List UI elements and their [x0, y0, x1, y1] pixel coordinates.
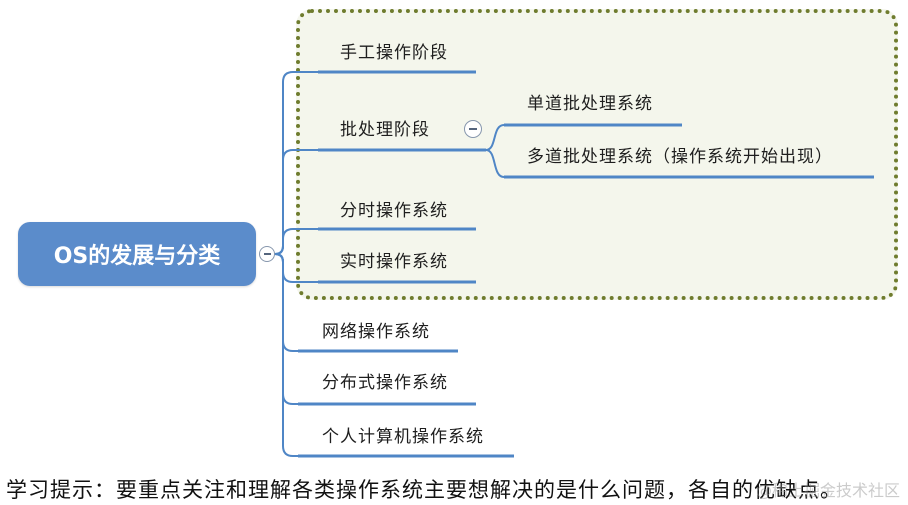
sub-label-multi-batch: 多道批处理系统（操作系统开始出现）	[527, 147, 833, 167]
connector-branch-5	[274, 253, 299, 405]
batch-collapse-minus-icon[interactable]	[464, 120, 482, 138]
branch-label-manual: 手工操作阶段	[340, 43, 448, 63]
connector-branch-6	[274, 253, 299, 457]
branch-label-distributed: 分布式操作系统	[322, 373, 448, 393]
root-collapse-minus-icon[interactable]	[259, 246, 275, 262]
connector-sub-0	[485, 124, 505, 151]
study-tip-text: 学习提示：要重点关注和理解各类操作系统主要想解决的是什么问题，各自的优缺点。	[6, 478, 842, 502]
branch-label-network: 网络操作系统	[322, 322, 430, 342]
connector-branch-2	[274, 228, 319, 255]
connector-branch-4	[274, 253, 299, 352]
root-node-label: OS的发展与分类	[53, 244, 221, 269]
branch-label-time-sharing: 分时操作系统	[340, 201, 448, 221]
branch-label-real-time: 实时操作系统	[340, 252, 448, 272]
sub-label-single-batch: 单道批处理系统	[527, 94, 653, 114]
connector-branch-0	[274, 71, 319, 255]
root-node: OS的发展与分类	[18, 222, 256, 286]
highlight-group-box	[296, 9, 898, 300]
connector-branch-1	[274, 149, 319, 255]
connector-sub-1	[485, 149, 505, 178]
branch-label-batch: 批处理阶段	[340, 120, 430, 140]
branch-label-personal-computer: 个人计算机操作系统	[322, 427, 484, 447]
